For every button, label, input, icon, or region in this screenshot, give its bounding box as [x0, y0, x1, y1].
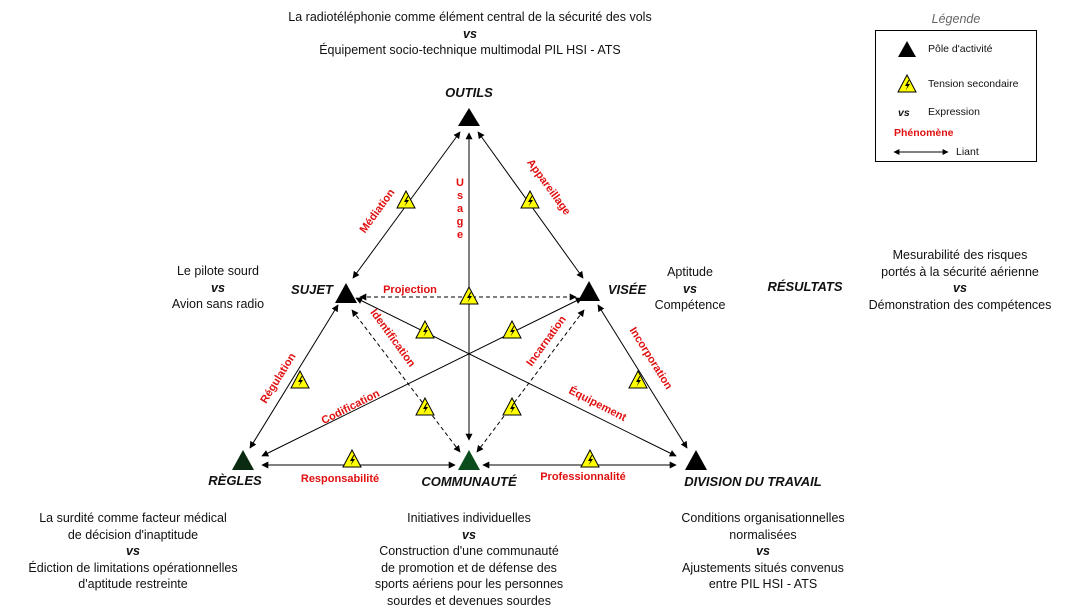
- division-expression-line: Conditions organisationnelles: [681, 511, 845, 525]
- pole-sujet-triangle: [335, 283, 357, 303]
- pole-label-visee: VISÉE: [607, 282, 647, 297]
- resultats-expression-line: portés à la sécurité aérienne: [881, 264, 1039, 279]
- phenomene-responsabilite: Responsabilité: [301, 473, 379, 485]
- division-expression-line: normalisées: [729, 527, 797, 542]
- usage-letter: a: [457, 203, 464, 215]
- pole-division-triangle: [685, 450, 707, 470]
- tension-icon: [459, 285, 479, 307]
- legend-symbols: [893, 41, 949, 155]
- legend-pole-label: Pôle d'activité: [928, 43, 993, 55]
- usage-letter: e: [457, 229, 463, 241]
- liant-sujet-communaute: [351, 309, 461, 453]
- legend-phenomene-label: Phénomène: [894, 127, 954, 139]
- regles-expression-line: La surdité comme facteur médical: [39, 511, 227, 525]
- vs-label: vs: [211, 280, 225, 295]
- regles-expression-line: de décision d'inaptitude: [67, 527, 199, 542]
- phenomene-incarnation: Incarnation: [524, 314, 569, 369]
- communaute-expression-line: Construction d'une communauté: [379, 544, 559, 558]
- resultats-expression-line: Démonstration des compétences: [868, 297, 1052, 312]
- usage-letter: g: [457, 216, 464, 228]
- outils-expression-line: Équipement socio-technique multimodal PI…: [319, 43, 621, 57]
- liant-regles-visee: [261, 297, 583, 457]
- phenomene-projection: Projection: [383, 284, 437, 296]
- sujet-expression: Le pilote sourd vs Avion sans radio: [148, 263, 288, 313]
- phenomene-usage: U s a g e: [456, 177, 464, 241]
- resultats-expression: Mesurabilité des risques portés à la séc…: [850, 247, 1070, 313]
- pole-regles-triangle: [232, 450, 254, 470]
- pole-label-outils: OUTILS: [445, 85, 493, 100]
- liant-visee-division: [597, 304, 688, 449]
- legend-box: Pôle d'activité Tension secondaire vs Ex…: [875, 30, 1037, 162]
- legend-tension-label: Tension secondaire: [928, 78, 1019, 90]
- tension-icon: [290, 369, 310, 391]
- regles-expression-line: Édiction de limitations opérationnelles: [28, 560, 238, 575]
- phenomene-professionnalite: Professionnalité: [540, 471, 626, 483]
- division-expression-line: entre PIL HSI - ATS: [708, 577, 818, 591]
- liant-visee-communaute: [476, 309, 585, 453]
- regles-expression: La surdité comme facteur médical de déci…: [0, 510, 266, 593]
- legend-title: Légende: [931, 12, 981, 26]
- phenomene-codification: Codification: [320, 387, 382, 427]
- visee-expression-line: Compétence: [654, 298, 726, 312]
- outils-expression-line: La radiotéléphonie comme élément central…: [288, 10, 652, 24]
- vs-label: vs: [683, 281, 697, 296]
- vs-label: vs: [126, 544, 140, 558]
- communaute-expression-line: sourdes et devenues sourdes: [387, 593, 551, 608]
- regles-expression-line: d'aptitude restreinte: [78, 577, 188, 591]
- division-expression-line: Ajustements situés convenus: [682, 560, 844, 575]
- pole-label-division: DIVISION DU TRAVAIL: [684, 474, 822, 489]
- division-expression: Conditions organisationnelles normalisée…: [650, 510, 876, 593]
- vs-label: vs: [462, 527, 476, 542]
- resultats-expression-line: Mesurabilité des risques: [892, 248, 1028, 262]
- communaute-expression-line: Initiatives individuelles: [407, 511, 531, 525]
- tension-icon: [520, 189, 540, 211]
- phenomene-equipement: Équipement: [567, 384, 629, 424]
- visee-expression-line: Aptitude: [667, 265, 713, 279]
- visee-expression: Aptitude vs Compétence: [640, 264, 740, 314]
- pole-communaute-triangle: [458, 450, 480, 470]
- legend-pole-icon: [898, 41, 916, 57]
- phenomene-mediation: Médiation: [358, 187, 398, 236]
- pole-label-sujet: SUJET: [291, 282, 333, 297]
- tension-icon: [415, 319, 435, 341]
- legend-vs-symbol: vs: [898, 107, 910, 119]
- vs-label: vs: [463, 26, 477, 41]
- tension-icon: [580, 448, 600, 470]
- legend-liant-label: Liant: [956, 146, 979, 158]
- communaute-expression: Initiatives individuelles vs Constructio…: [335, 510, 603, 609]
- usage-letter: s: [457, 190, 463, 202]
- legend-tension-icon: [897, 73, 917, 93]
- pole-label-resultats: RÉSULTATS: [767, 279, 843, 294]
- communaute-expression-line: sports aériens pour les personnes: [374, 577, 564, 591]
- pole-label-regles: RÈGLES: [208, 473, 262, 488]
- tension-icon: [396, 189, 416, 211]
- outils-expression: La radiotéléphonie comme élément central…: [260, 9, 680, 59]
- tension-icon: [342, 448, 362, 470]
- vs-label: vs: [953, 281, 967, 295]
- vs-label: vs: [756, 544, 770, 558]
- sujet-expression-line: Avion sans radio: [171, 297, 265, 311]
- liant-sujet-division: [355, 297, 677, 457]
- pole-outils-triangle: [458, 108, 480, 126]
- communaute-expression-line: de promotion et de défense des: [381, 560, 557, 575]
- usage-letter: U: [456, 177, 464, 189]
- legend-expression-label: Expression: [928, 106, 980, 118]
- tension-icon: [502, 396, 522, 418]
- pole-visee-triangle: [578, 281, 600, 301]
- pole-label-communaute: COMMUNAUTÉ: [421, 474, 517, 489]
- tension-icon: [415, 396, 435, 418]
- sujet-expression-line: Le pilote sourd: [176, 264, 259, 278]
